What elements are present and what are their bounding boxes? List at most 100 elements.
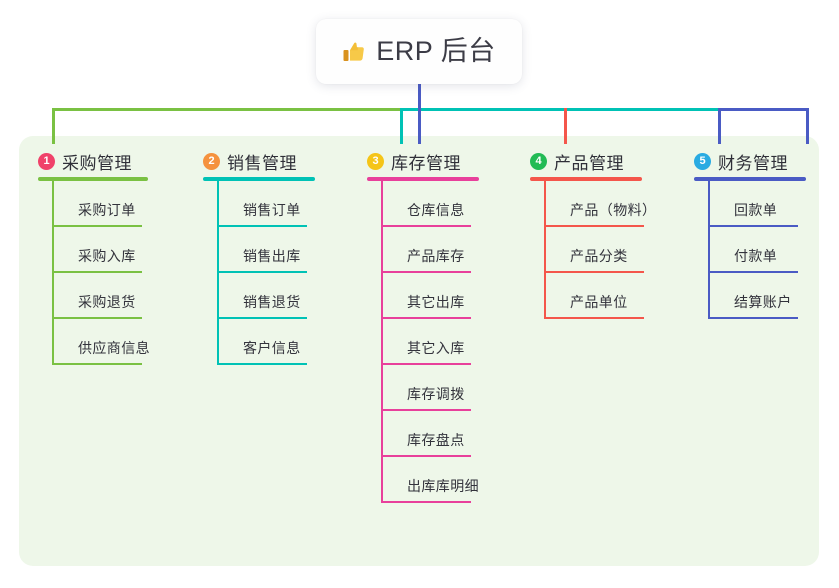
drop-connector-1: [52, 108, 55, 144]
branch-leaf[interactable]: 仓库信息: [381, 181, 471, 227]
branch-trunk: [217, 181, 219, 365]
branch-header-rule: [694, 177, 806, 181]
bus-segment-3: [718, 108, 808, 111]
branch-leaf[interactable]: 销售退货: [217, 273, 307, 319]
branch-title: 库存管理: [391, 153, 461, 173]
branch-leaf[interactable]: 产品（物料）: [544, 181, 656, 227]
branch-leaf-label: 采购入库: [78, 248, 136, 264]
branch-number-badge: 2: [203, 152, 220, 170]
branch-leaf[interactable]: 产品库存: [381, 227, 471, 273]
branch-leaf-label: 销售订单: [243, 202, 301, 218]
branch-leaf-label: 采购退货: [78, 294, 136, 310]
branch-leaf-rule: [381, 317, 471, 319]
branch-leaf-rule: [381, 501, 471, 503]
branch-title: 采购管理: [62, 153, 132, 173]
branch-header-rule: [530, 177, 642, 181]
branch-title: 财务管理: [718, 153, 788, 173]
branch-leaf[interactable]: 付款单: [708, 227, 798, 273]
branch-header-销售管理[interactable]: 2 销售管理: [203, 145, 355, 177]
branch-leaf[interactable]: 库存盘点: [381, 411, 471, 457]
branch-leaf[interactable]: 采购退货: [52, 273, 142, 319]
branch-leaf[interactable]: 采购订单: [52, 181, 142, 227]
root-title: ERP 后台: [376, 36, 496, 66]
branch-leaf-rule: [52, 225, 142, 227]
branch-number-badge: 5: [694, 152, 711, 170]
branch-number-badge: 4: [530, 152, 547, 170]
branch-leaf-rule: [52, 363, 142, 365]
branch-leaf[interactable]: 采购入库: [52, 227, 142, 273]
branch-leaf-label: 产品单位: [570, 294, 628, 310]
branches-panel: [19, 136, 819, 566]
branch-leaf-rule: [217, 271, 307, 273]
branch-leaf-label: 仓库信息: [407, 202, 465, 218]
root-node[interactable]: ERP 后台: [316, 19, 522, 84]
branch-leaf-rule: [52, 317, 142, 319]
drop-connector-4: [564, 108, 567, 144]
branch-title: 产品管理: [554, 153, 624, 173]
branch-leaf-rule: [381, 409, 471, 411]
branch-leaf-label: 其它入库: [407, 340, 465, 356]
branch-leaf[interactable]: 产品分类: [544, 227, 644, 273]
bus-segment-2: [400, 108, 718, 111]
branch-leaf[interactable]: 其它出库: [381, 273, 471, 319]
branch-leaf[interactable]: 出库库明细: [381, 457, 479, 503]
branch-leaf-rule: [708, 225, 798, 227]
branch-leaf-label: 结算账户: [734, 294, 792, 310]
branch-leaf-rule: [544, 225, 644, 227]
branch-leaf-rule: [217, 363, 307, 365]
branch-header-财务管理[interactable]: 5 财务管理: [694, 145, 839, 177]
branch-leaf-label: 库存盘点: [407, 432, 465, 448]
branch-leaf[interactable]: 销售出库: [217, 227, 307, 273]
branch-leaf-label: 产品分类: [570, 248, 628, 264]
branch-leaf[interactable]: 产品单位: [544, 273, 644, 319]
branch-header-rule: [38, 177, 148, 181]
branch-leaf-label: 供应商信息: [78, 340, 150, 356]
branch-column-产品管理: 4 产品管理产品（物料） 产品分类产品单位: [530, 145, 682, 319]
branch-leaf-rule: [381, 455, 471, 457]
branch-number-badge: 3: [367, 152, 384, 170]
branch-header-rule: [367, 177, 479, 181]
branch-leaf[interactable]: 销售订单: [217, 181, 307, 227]
drop-connector-5: [718, 108, 721, 144]
branch-column-库存管理: 3 库存管理仓库信息产品库存其它出库其它入库库存调拨库存盘点出库库明细: [367, 145, 519, 503]
branch-leaf-label: 回款单: [734, 202, 778, 218]
branch-leaf-label: 产品（物料）: [570, 202, 657, 218]
branch-leaf[interactable]: 其它入库: [381, 319, 471, 365]
branch-leaf[interactable]: 供应商信息: [52, 319, 150, 365]
branch-leaf-label: 销售退货: [243, 294, 301, 310]
branch-leaf-rule: [381, 363, 471, 365]
branch-leaf-label: 客户信息: [243, 340, 301, 356]
branch-leaf-label: 付款单: [734, 248, 778, 264]
drop-connector-6: [806, 108, 809, 144]
branch-leaf-rule: [708, 271, 798, 273]
branch-leaf-rule: [708, 317, 798, 319]
branch-trunk: [52, 181, 54, 365]
bus-segment-1: [52, 108, 400, 111]
drop-connector-2: [400, 108, 403, 144]
drop-connector-3: [418, 108, 421, 144]
branch-title: 销售管理: [227, 153, 297, 173]
branch-leaf-label: 采购订单: [78, 202, 136, 218]
branch-leaf-rule: [217, 225, 307, 227]
branch-leaf-label: 其它出库: [407, 294, 465, 310]
branch-column-销售管理: 2 销售管理销售订单销售出库销售退货客户信息: [203, 145, 355, 365]
thumbs-up-icon: [342, 40, 366, 64]
branch-header-产品管理[interactable]: 4 产品管理: [530, 145, 682, 177]
branch-leaf[interactable]: 结算账户: [708, 273, 798, 319]
branch-leaf[interactable]: 客户信息: [217, 319, 307, 365]
branch-leaf-label: 库存调拨: [407, 386, 465, 402]
branch-leaf-rule: [217, 317, 307, 319]
root-stem-connector: [418, 84, 421, 108]
branch-trunk: [544, 181, 546, 319]
branch-leaf-label: 出库库明细: [407, 478, 479, 494]
branch-header-库存管理[interactable]: 3 库存管理: [367, 145, 519, 177]
branch-trunk: [381, 181, 383, 503]
branch-column-财务管理: 5 财务管理回款单付款单结算账户: [694, 145, 839, 319]
branch-leaf-rule: [381, 271, 471, 273]
branch-leaf[interactable]: 库存调拨: [381, 365, 471, 411]
branch-leaf[interactable]: 回款单: [708, 181, 798, 227]
branch-leaf-label: 销售出库: [243, 248, 301, 264]
branch-trunk: [708, 181, 710, 319]
